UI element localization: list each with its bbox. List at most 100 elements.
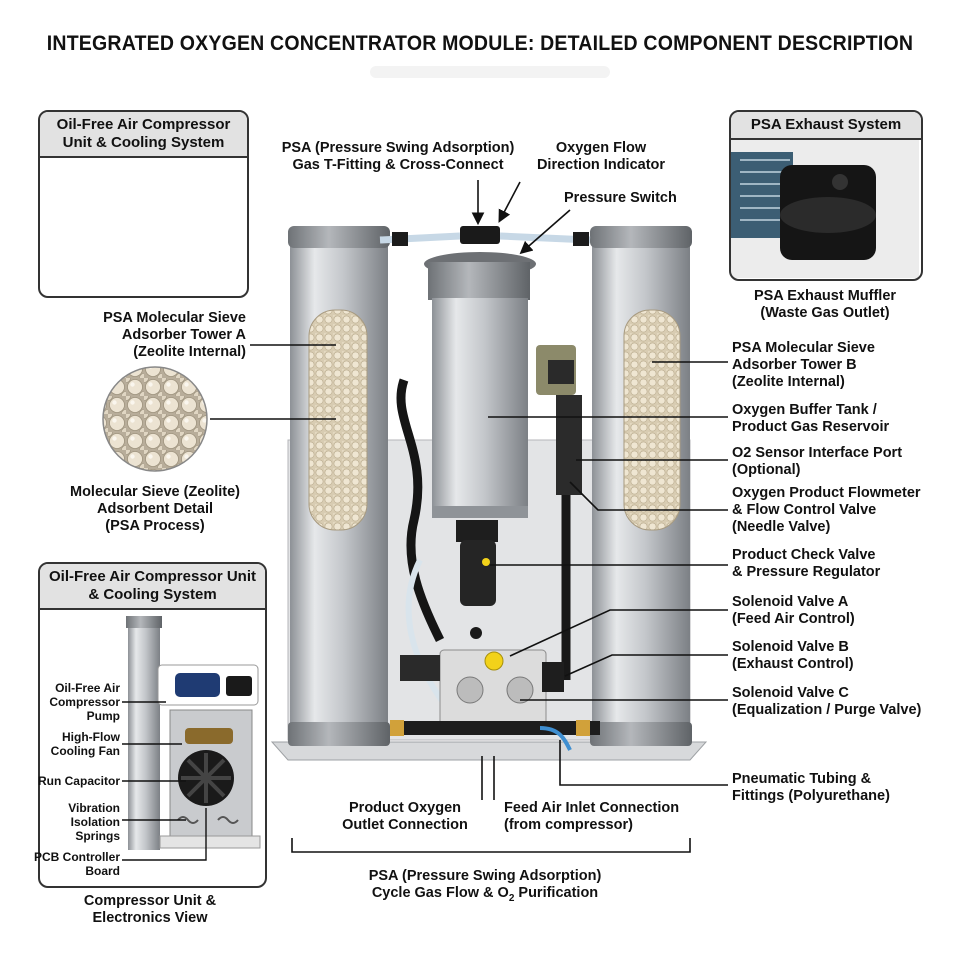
- label-feed-inlet-line2: (from compressor): [504, 817, 633, 833]
- label-psa-cycle: PSA (Pressure Swing Adsorption) Cycle Ga…: [330, 868, 640, 907]
- label-flowmeter: Oxygen Product Flowmeter & Flow Control …: [732, 485, 921, 536]
- label-tower-b-line3: (Zeolite Internal): [732, 374, 845, 390]
- label-pressure-switch: Pressure Switch: [564, 190, 677, 207]
- label-solenoid-c-line1: Solenoid Valve C: [732, 685, 849, 701]
- label-product-outlet-line1: Product Oxygen: [349, 800, 461, 816]
- panel-exhaust-line1: PSA Exhaust System: [750, 116, 902, 133]
- black-hose: [396, 378, 445, 643]
- panel-compressor-bottom-heading: Oil-Free Air Compressor Unit & Cooling S…: [40, 564, 265, 610]
- solenoid-manifold: [390, 649, 600, 751]
- label-buffer-tank-line2: Product Gas Reservoir: [732, 419, 890, 435]
- tower-a: [288, 226, 390, 746]
- label-feed-inlet-line1: Feed Air Inlet Connection: [504, 800, 680, 816]
- label-feed-inlet: Feed Air Inlet Connection (from compress…: [504, 800, 679, 834]
- label-zeolite-detail-line3: (PSA Process): [105, 518, 205, 534]
- label-psa-cycle-sub: 2: [508, 892, 515, 904]
- buffer-tank: [424, 252, 536, 518]
- clear-tube: [405, 558, 448, 707]
- label-tower-b-line2: Adsorber Tower B: [732, 357, 857, 373]
- label-pcb: PCB Controller Board: [30, 850, 120, 878]
- label-run-capacitor: Run Capacitor: [30, 774, 120, 788]
- label-product-outlet-line2: Outlet Connection: [342, 817, 468, 833]
- label-o2-sensor-line1: O2 Sensor Interface Port: [732, 445, 903, 461]
- label-zeolite-detail: Molecular Sieve (Zeolite) Adsorbent Deta…: [50, 484, 260, 535]
- label-solenoid-a: Solenoid Valve A (Feed Air Control): [732, 594, 855, 628]
- label-psa-cycle-line1: PSA (Pressure Swing Adsorption): [368, 868, 602, 884]
- label-cooling-fan-line1: High-Flow: [62, 730, 120, 744]
- label-t-fitting-line2: Gas T-Fitting & Cross-Connect: [292, 157, 504, 173]
- label-solenoid-b: Solenoid Valve B (Exhaust Control): [732, 639, 854, 673]
- label-check-valve-line2: & Pressure Regulator: [732, 564, 881, 580]
- label-tower-a: PSA Molecular Sieve Adsorber Tower A (Ze…: [60, 310, 246, 361]
- panel-compressor-top-heading: Oil-Free Air Compressor Unit & Cooling S…: [40, 112, 247, 158]
- label-o2-sensor: O2 Sensor Interface Port (Optional): [732, 445, 902, 479]
- panel-compressor-bottom-line2: & Cooling System: [88, 586, 217, 603]
- label-tubing-line1: Pneumatic Tubing &: [732, 771, 872, 787]
- label-pcb-line2: Board: [85, 864, 120, 878]
- panel-compressor-bottom-line1: Oil-Free Air Compressor Unit: [49, 568, 256, 585]
- label-compressor-view-line1: Compressor Unit &: [83, 893, 217, 909]
- label-compressor-pump-line1: Oil-Free Air: [55, 681, 120, 695]
- bottom-compressor-art: [126, 616, 261, 850]
- label-zeolite-detail-line2: Adsorbent Detail: [96, 501, 213, 517]
- panel-exhaust-heading: PSA Exhaust System: [731, 112, 921, 140]
- label-exhaust-muffler: PSA Exhaust Muffler (Waste Gas Outlet): [730, 288, 920, 322]
- label-compressor-pump: Oil-Free Air Compressor Pump: [40, 681, 120, 723]
- label-compressor-view-line2: Electronics View: [92, 910, 208, 926]
- label-flowmeter-line2: & Flow Control Valve: [732, 502, 877, 518]
- label-solenoid-c: Solenoid Valve C (Equalization / Purge V…: [732, 685, 921, 719]
- label-pcb-line1: PCB Controller: [33, 850, 120, 864]
- label-tubing: Pneumatic Tubing & Fittings (Polyurethan…: [732, 771, 890, 805]
- label-flow-direction-line1: Oxygen Flow: [555, 140, 647, 156]
- label-exhaust-muffler-line1: PSA Exhaust Muffler: [753, 288, 897, 304]
- flowmeter-assembly: [536, 345, 582, 680]
- label-vibration-line1: Vibration: [68, 801, 120, 815]
- label-cooling-fan: High-Flow Cooling Fan: [40, 730, 120, 758]
- label-tubing-line2: Fittings (Polyurethane): [732, 788, 890, 804]
- label-vibration: Vibration Isolation Springs: [40, 801, 120, 843]
- leader-lines: [210, 180, 728, 853]
- label-tower-a-line1: PSA Molecular Sieve: [103, 310, 246, 326]
- panel-compressor-bottom: Oil-Free Air Compressor Unit & Cooling S…: [38, 562, 267, 888]
- label-buffer-tank-line1: Oxygen Buffer Tank /: [732, 402, 877, 418]
- page-title: INTEGRATED OXYGEN CONCENTRATOR MODULE: D…: [46, 32, 914, 55]
- tower-b: [590, 226, 692, 746]
- label-check-valve-line1: Product Check Valve: [732, 547, 876, 563]
- label-flow-direction-line2: Direction Indicator: [536, 157, 666, 173]
- inset-leader-lines: [122, 701, 207, 861]
- label-buffer-tank: Oxygen Buffer Tank / Product Gas Reservo…: [732, 402, 889, 436]
- label-check-valve: Product Check Valve & Pressure Regulator: [732, 547, 880, 581]
- label-cooling-fan-line2: Cooling Fan: [50, 744, 120, 758]
- zeolite-detail-circle: [102, 366, 208, 472]
- label-psa-cycle-text: Cycle Gas Flow & O: [371, 885, 509, 901]
- label-t-fitting-line1: PSA (Pressure Swing Adsorption): [281, 140, 515, 156]
- label-psa-cycle-tail: Purification: [514, 885, 599, 901]
- label-solenoid-a-line2: (Feed Air Control): [732, 611, 855, 627]
- panel-compressor-top-line1: Oil-Free Air Compressor: [56, 116, 231, 133]
- label-solenoid-b-line2: (Exhaust Control): [732, 656, 854, 672]
- check-valve: [456, 520, 498, 639]
- label-run-capacitor-line1: Run Capacitor: [37, 774, 120, 788]
- label-compressor-pump-line3: Pump: [86, 709, 120, 723]
- label-tower-a-line3: (Zeolite Internal): [133, 344, 246, 360]
- label-solenoid-a-line1: Solenoid Valve A: [732, 594, 849, 610]
- label-t-fitting: PSA (Pressure Swing Adsorption) Gas T-Fi…: [268, 140, 528, 174]
- label-psa-cycle-line2: Cycle Gas Flow & O2 Purification: [330, 885, 640, 907]
- top-tubing: [379, 226, 591, 246]
- label-o2-sensor-line2: (Optional): [732, 462, 801, 478]
- label-flow-direction: Oxygen Flow Direction Indicator: [526, 140, 676, 174]
- label-compressor-view: Compressor Unit & Electronics View: [50, 893, 250, 927]
- label-tower-b: PSA Molecular Sieve Adsorber Tower B (Ze…: [732, 340, 875, 391]
- label-flowmeter-line3: (Needle Valve): [732, 519, 831, 535]
- label-pressure-switch-line1: Pressure Switch: [564, 190, 677, 206]
- label-compressor-pump-line2: Compressor: [49, 695, 120, 709]
- label-vibration-line2: Isolation: [70, 815, 120, 829]
- label-tower-a-line2: Adsorber Tower A: [121, 327, 246, 343]
- exhaust-muffler-art: [731, 140, 919, 278]
- label-zeolite-detail-line1: Molecular Sieve (Zeolite): [69, 484, 241, 500]
- label-solenoid-c-line2: (Equalization / Purge Valve): [732, 702, 922, 718]
- panel-exhaust: PSA Exhaust System: [729, 110, 923, 281]
- label-exhaust-muffler-line2: (Waste Gas Outlet): [760, 305, 890, 321]
- title-shadow: [370, 66, 610, 78]
- label-product-outlet: Product Oxygen Outlet Connection: [330, 800, 480, 834]
